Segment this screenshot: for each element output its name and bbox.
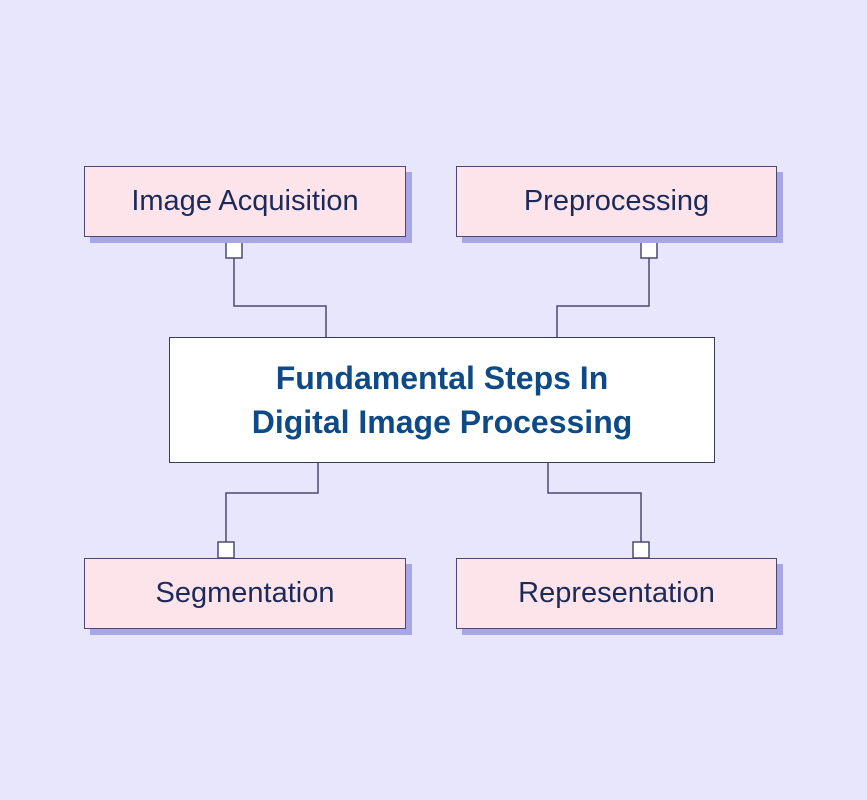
- step-segmentation: Segmentation: [84, 558, 406, 629]
- title-line-2: Digital Image Processing: [251, 404, 633, 440]
- port-preprocessing: [640, 241, 658, 259]
- step-preprocessing: Preprocessing: [456, 166, 777, 237]
- central-title-box: Fundamental Steps In Digital Image Proce…: [169, 337, 715, 463]
- step-label: Representation: [518, 577, 715, 609]
- step-label: Preprocessing: [523, 185, 710, 217]
- connector-segmentation: [225, 463, 319, 542]
- step-representation: Representation: [456, 558, 777, 629]
- port-segmentation: [217, 541, 235, 559]
- connector-acquisition: [233, 258, 327, 337]
- step-label: Image Acquisition: [131, 185, 359, 217]
- connector-representation: [547, 463, 642, 542]
- step-label: Segmentation: [155, 577, 335, 609]
- title-line-1: Fundamental Steps In: [275, 360, 609, 396]
- port-acquisition: [225, 241, 243, 259]
- port-representation: [632, 541, 650, 559]
- step-image-acquisition: Image Acquisition: [84, 166, 406, 237]
- connector-preprocessing: [556, 258, 650, 337]
